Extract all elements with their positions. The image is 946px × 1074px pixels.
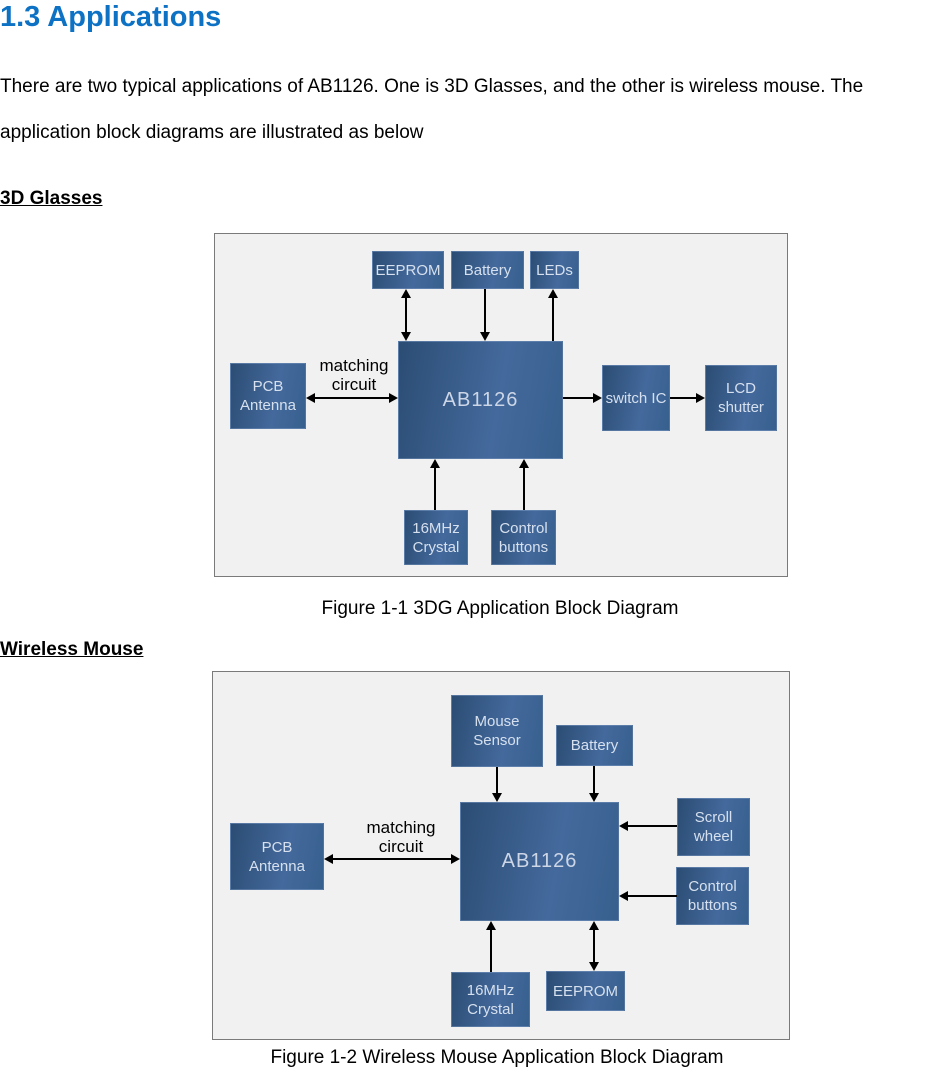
arrowhead-up-icon [401, 289, 411, 298]
block-leds: LEDs [530, 251, 579, 289]
arrowhead-right-icon [696, 393, 705, 403]
arrowhead-left-icon [619, 891, 628, 901]
intro-paragraph-line1: There are two typical applications of AB… [0, 76, 864, 97]
section-heading: 1.3 Applications [0, 1, 222, 33]
block-lcd-shutter: LCD shutter [705, 365, 777, 431]
block-control-buttons: Control buttons [491, 510, 556, 565]
arrow-line [523, 467, 525, 510]
block-pcb-antenna: PCB Antenna [230, 823, 324, 890]
arrowhead-up-icon [589, 921, 599, 930]
intro-paragraph-line2: application block diagrams are illustrat… [0, 122, 424, 143]
arrowhead-right-icon [451, 854, 460, 864]
intro-paragraph: There are two typical applications of AB… [0, 64, 946, 156]
arrow-line [593, 766, 595, 794]
arrowhead-right-icon [593, 393, 602, 403]
block-ab1126: AB1126 [460, 802, 619, 921]
subheading-wireless-mouse: Wireless Mouse [0, 639, 144, 660]
arrow-line [434, 467, 436, 510]
arrowhead-down-icon [480, 332, 490, 341]
figure-1-1-diagram: EEPROM Battery LEDs AB1126 PCB Antenna s… [214, 233, 788, 577]
block-ab1126: AB1126 [398, 341, 563, 459]
arrowhead-down-icon [589, 962, 599, 971]
block-pcb-antenna: PCB Antenna [230, 363, 306, 429]
block-crystal: 16MHz Crystal [451, 972, 530, 1027]
arrow-line [405, 297, 407, 333]
block-switch-ic: switch IC [602, 365, 670, 431]
arrowhead-right-icon [389, 393, 398, 403]
block-scroll-wheel: Scroll wheel [677, 798, 750, 856]
figure-1-2-diagram: Mouse Sensor Battery AB1126 PCB Antenna … [212, 671, 790, 1040]
arrow-line [563, 397, 594, 399]
arrow-line [670, 397, 697, 399]
subheading-3d-glasses: 3D Glasses [0, 188, 103, 209]
arrowhead-down-icon [492, 793, 502, 802]
block-control-buttons: Control buttons [676, 867, 749, 925]
arrow-line [490, 929, 492, 972]
arrowhead-left-icon [306, 393, 315, 403]
label-matching-circuit: matching circuit [366, 818, 436, 856]
block-eeprom: EEPROM [546, 971, 625, 1011]
arrow-line [627, 825, 677, 827]
arrow-line [627, 895, 677, 897]
block-battery: Battery [451, 251, 524, 289]
arrow-line [552, 297, 554, 341]
label-matching-circuit: matching circuit [319, 356, 389, 394]
figure-1-2-caption: Figure 1-2 Wireless Mouse Application Bl… [270, 1047, 724, 1068]
arrowhead-up-icon [486, 921, 496, 930]
arrowhead-left-icon [324, 854, 333, 864]
block-eeprom: EEPROM [372, 251, 444, 289]
block-battery: Battery [556, 725, 633, 766]
arrow-line [314, 397, 390, 399]
block-mouse-sensor: Mouse Sensor [451, 695, 543, 767]
arrowhead-up-icon [519, 459, 529, 468]
arrow-line [593, 929, 595, 963]
arrowhead-up-icon [430, 459, 440, 468]
arrow-line [484, 289, 486, 333]
arrow-line [496, 767, 498, 794]
figure-1-1-caption: Figure 1-1 3DG Application Block Diagram [321, 598, 679, 619]
arrow-line [332, 858, 452, 860]
arrowhead-left-icon [619, 821, 628, 831]
arrowhead-up-icon [548, 289, 558, 298]
block-crystal: 16MHz Crystal [404, 510, 468, 565]
arrowhead-down-icon [401, 332, 411, 341]
arrowhead-down-icon [589, 793, 599, 802]
